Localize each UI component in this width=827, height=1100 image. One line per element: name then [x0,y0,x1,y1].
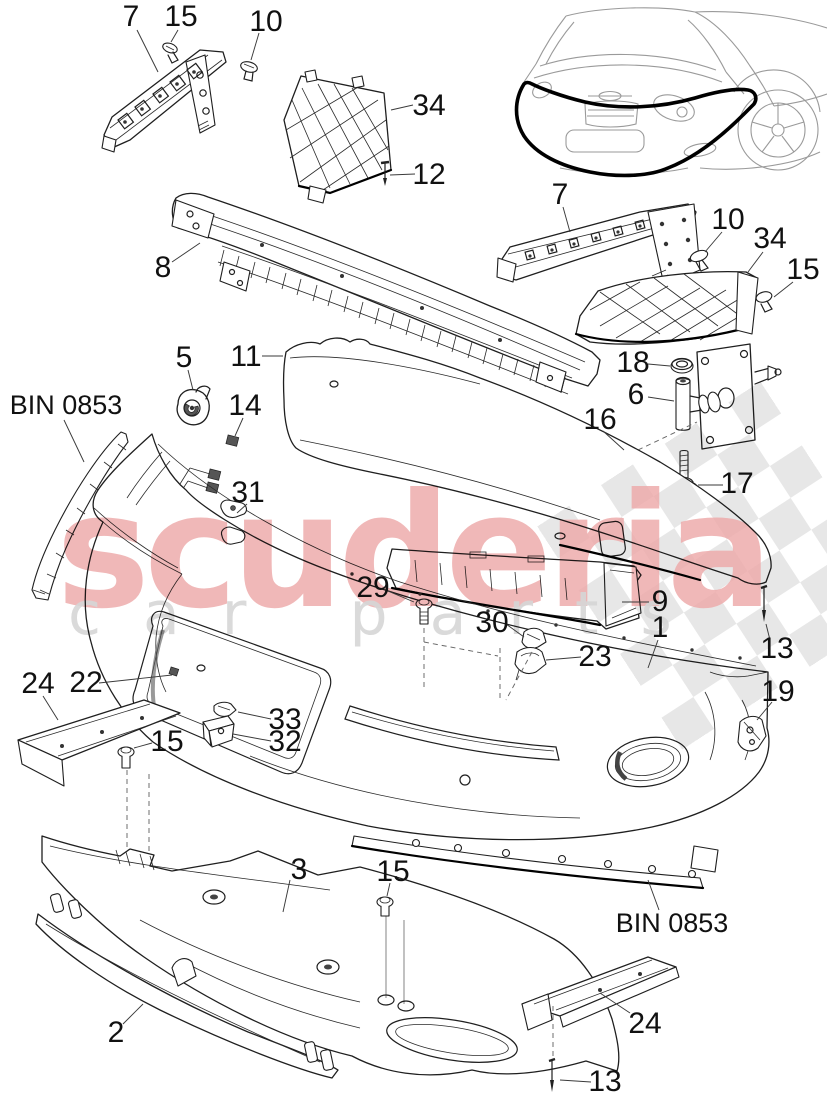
mounting-plate [696,343,756,450]
callout-23: 23 [578,640,611,673]
part-10-rivet-a [240,61,258,82]
callout-9: 9 [652,585,669,618]
callout-7b: 7 [552,178,569,211]
callout-15d: 15 [376,855,409,888]
callout-16: 16 [583,403,616,436]
callout-2: 2 [108,1016,125,1049]
front-wheel [737,89,819,171]
callout-3: 3 [291,853,308,886]
part-15-screw-d [376,896,394,917]
callout-17: 17 [720,467,753,500]
callout-13b: 13 [588,1065,621,1098]
part-15-screw-c [117,746,150,856]
part-bin0853-trim-strip-right [350,835,719,890]
callout-30: 30 [475,606,508,639]
callout-14: 14 [228,389,261,422]
part-11-upper-shield-panel [282,337,772,585]
part-5-mount-grommet [176,385,211,426]
part-13-pin-b [548,1057,556,1092]
part-7-clip-rail-right [496,203,701,286]
watermark-sub-text: car parts [68,579,714,649]
part-18-nut [670,357,694,374]
callout-bin-right: BIN 0853 [616,908,729,938]
callout-1: 1 [652,611,669,644]
callout-10a: 10 [249,5,282,38]
part-34-mesh-grille-b [574,270,759,345]
part-24-closing-plate-left [17,699,181,787]
callout-8: 8 [155,251,172,284]
callout-19: 19 [761,675,794,708]
part-15-screw-a [162,42,179,64]
callout-labels: 7 15 10 34 12 8 7 10 34 15 5 11 18 6 BIN… [10,0,820,1098]
callout-15b: 15 [786,253,819,286]
part-22-clip [168,666,180,677]
part-23-bracket [514,646,547,681]
part-8-impact-beam [171,192,601,395]
headlight [653,94,695,122]
watermark-brand-text: scuderia [56,460,767,644]
callout-29: 29 [356,571,389,604]
part-15-screw-b [755,291,773,313]
part-33-clip [213,701,237,717]
callout-7a: 7 [123,0,140,33]
part-bin0853-seal-strip-left [31,431,129,601]
part-7-clip-rail-left [101,49,227,153]
part-3-under-tray [41,835,620,1076]
highlighted-bumper-outline [514,80,758,178]
callout-6: 6 [628,378,645,411]
part-30-clip [521,627,547,649]
part-24-closing-plate-right [521,956,680,1056]
callout-32: 32 [268,725,301,758]
callout-22: 22 [69,666,102,699]
part-19-bracket [737,715,767,752]
callout-34a: 34 [412,89,445,122]
callout-15a: 15 [164,0,197,33]
part-34-mesh-grille-a [283,69,393,204]
part-31-clips [220,499,247,545]
callout-33: 33 [268,703,301,736]
callout-34b: 34 [753,222,786,255]
callout-12: 12 [412,158,445,191]
callout-bin-left: BIN 0853 [10,390,123,420]
fog-lamp-recess [606,736,690,788]
part-12-pin [380,160,390,186]
callout-10b: 10 [711,203,744,236]
callout-11: 11 [230,340,261,373]
callout-5: 5 [176,341,193,374]
part-2-front-lip [35,893,339,1079]
part-10-rivet-b [689,249,709,272]
car-reference-illustration [514,7,827,178]
callout-31: 31 [231,476,264,509]
part-6-spacer-pin [675,376,721,431]
watermark: scuderia car parts [56,381,827,750]
callout-24a: 24 [21,667,54,700]
callout-18: 18 [616,346,649,379]
checkered-flag [537,381,827,750]
callout-13a: 13 [760,632,793,665]
part-29-screw [415,598,433,625]
callout-15c: 15 [150,725,183,758]
callout-24b: 24 [628,1007,661,1040]
part-32-bracket [202,715,235,748]
leader-lines [42,29,794,1083]
